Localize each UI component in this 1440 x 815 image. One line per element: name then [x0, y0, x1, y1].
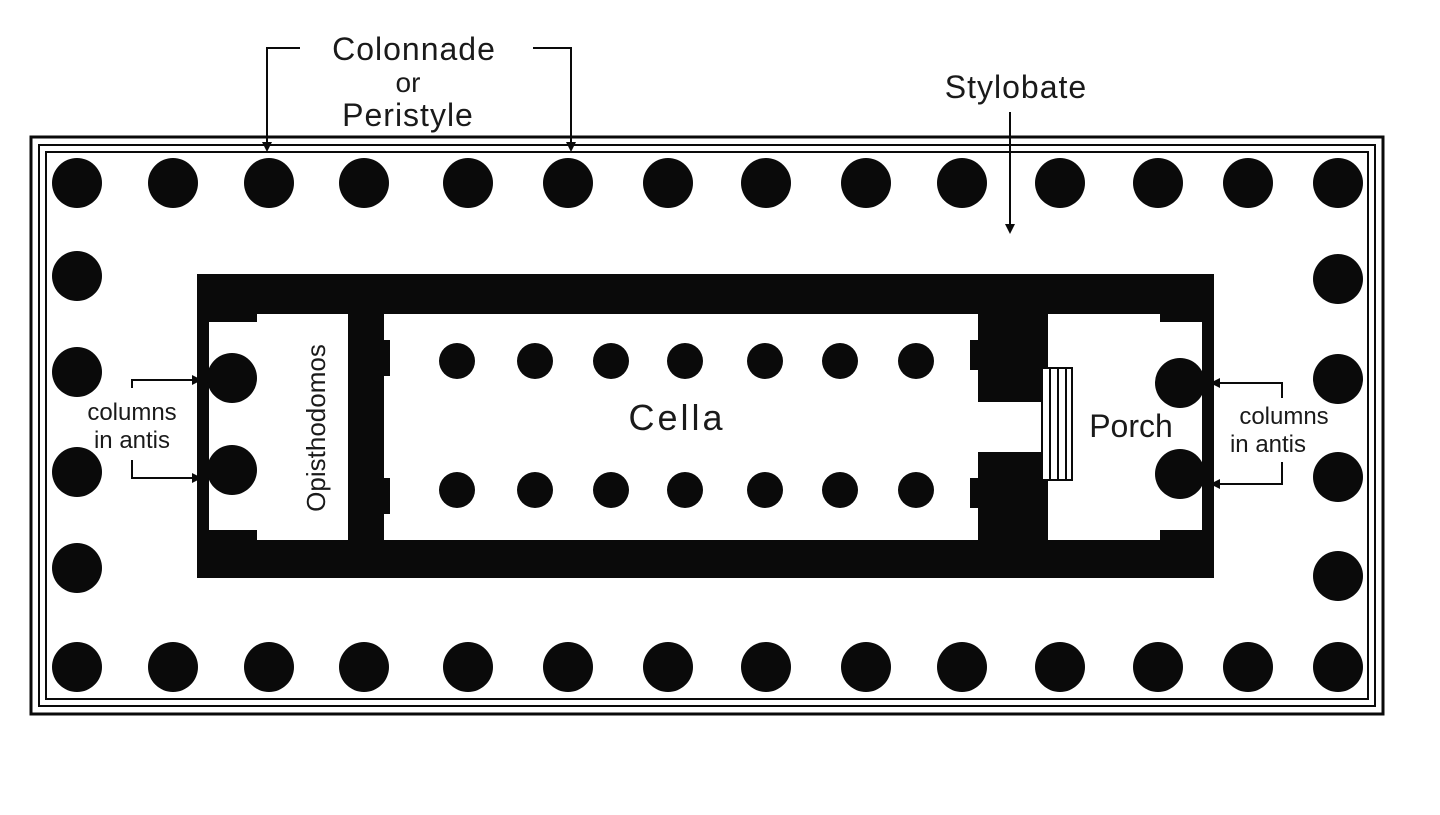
- peristyle-column: [52, 251, 102, 301]
- cella-column: [898, 472, 934, 508]
- columns-in-antis-left-bracket: [131, 375, 202, 483]
- peristyle-column: [1133, 642, 1183, 692]
- cella-column: [593, 472, 629, 508]
- column-in-antis: [1155, 449, 1205, 499]
- cella-column: [747, 343, 783, 379]
- cella-column: [822, 343, 858, 379]
- peristyle-column: [148, 158, 198, 208]
- peristyle-column: [244, 158, 294, 208]
- opisthodomos-label: Opisthodomos: [301, 344, 331, 512]
- columns-in-antis-left-label-line1: columns: [87, 399, 176, 426]
- colonnade-leader: [262, 47, 576, 152]
- peristyle-column: [543, 158, 593, 208]
- cella-column: [439, 343, 475, 379]
- peristyle-column: [443, 642, 493, 692]
- peristyle-column: [1313, 354, 1363, 404]
- peristyle-column: [244, 642, 294, 692]
- columns-in-antis-right-label-line2: in antis: [1230, 431, 1306, 458]
- colonnade-label: Colonnade: [332, 31, 496, 67]
- peristyle-columns: [52, 158, 1363, 692]
- column-in-antis: [1155, 358, 1205, 408]
- stylobate-label: Stylobate: [945, 69, 1087, 105]
- peristyle-column: [841, 642, 891, 692]
- peristyle-column: [937, 642, 987, 692]
- peristyle-column: [1313, 452, 1363, 502]
- peristyle-column: [52, 158, 102, 208]
- peristyle-column: [1035, 642, 1085, 692]
- peristyle-column: [741, 158, 791, 208]
- peristyle-column: [52, 543, 102, 593]
- peristyle-column: [52, 447, 102, 497]
- peristyle-column: [643, 158, 693, 208]
- cella-column: [517, 343, 553, 379]
- columns-in-antis-left-label-line2: in antis: [94, 427, 170, 454]
- peristyle-column: [1133, 158, 1183, 208]
- peristyle-column: [339, 642, 389, 692]
- peristyle-column: [1313, 254, 1363, 304]
- columns-in-antis-right-label-line1: columns: [1239, 403, 1328, 430]
- columns-in-antis-right-bracket: [1210, 378, 1283, 489]
- cella-column: [517, 472, 553, 508]
- cella-column: [822, 472, 858, 508]
- naos-walls: [197, 274, 1214, 578]
- peristyle-column: [148, 642, 198, 692]
- doorway-steps: [1041, 367, 1073, 481]
- peristyle-column: [1223, 642, 1273, 692]
- peristyle-column: [52, 347, 102, 397]
- cella-column: [898, 343, 934, 379]
- peristyle-column: [741, 642, 791, 692]
- peristyle-column: [1313, 642, 1363, 692]
- peristyle-column: [1313, 551, 1363, 601]
- colonnade-or-label: or: [396, 67, 421, 98]
- peristyle-column: [937, 158, 987, 208]
- peristyle-label: Peristyle: [342, 97, 474, 133]
- column-in-antis: [207, 353, 257, 403]
- peristyle-column: [543, 642, 593, 692]
- peristyle-column: [1223, 158, 1273, 208]
- cella-column: [667, 472, 703, 508]
- cella-column: [439, 472, 475, 508]
- peristyle-column: [443, 158, 493, 208]
- peristyle-column: [643, 642, 693, 692]
- peristyle-column: [52, 642, 102, 692]
- cella-column: [593, 343, 629, 379]
- peristyle-column: [1035, 158, 1085, 208]
- peristyle-column: [841, 158, 891, 208]
- cella-column: [747, 472, 783, 508]
- peristyle-column: [1313, 158, 1363, 208]
- cella-columns: [439, 343, 934, 508]
- cella-column: [667, 343, 703, 379]
- stylobate-outline: [29, 135, 1385, 716]
- cella-label: Cella: [628, 397, 725, 438]
- porch-label: Porch: [1089, 408, 1173, 444]
- column-in-antis: [207, 445, 257, 495]
- columns-in-antis: [207, 353, 1205, 499]
- peristyle-column: [339, 158, 389, 208]
